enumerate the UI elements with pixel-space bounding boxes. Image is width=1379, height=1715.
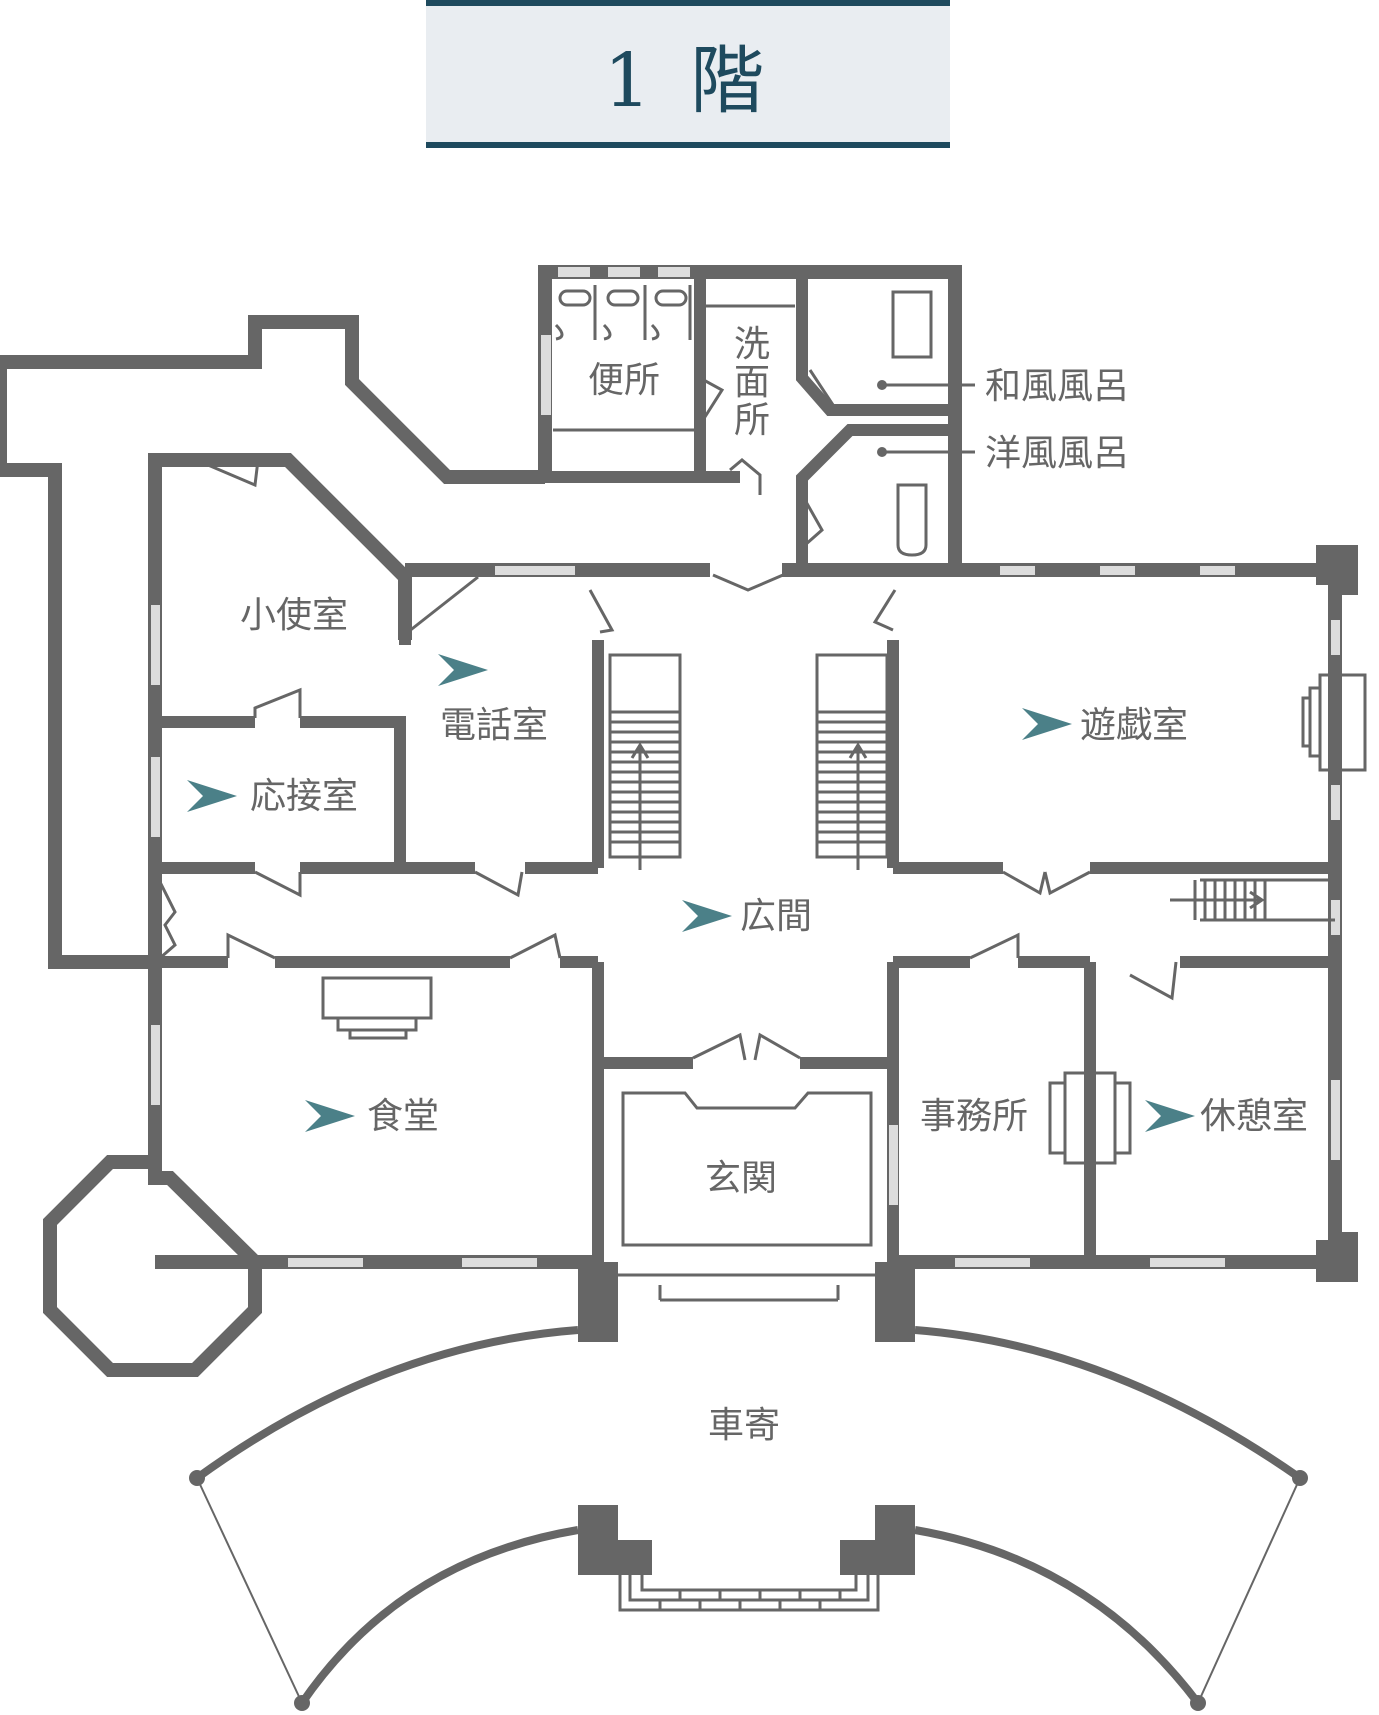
floor-title-box: 1 階 [426,0,950,148]
lounge-arrowhead-icon [1145,1100,1195,1132]
label-toilet: 便所 [588,360,660,401]
fixtures [158,285,1367,1612]
carriage-porch-outline [194,1326,1303,1706]
label-phone-room: 電話室 [440,705,548,746]
label-servant-room: 小使室 [240,595,348,636]
phone-room-arrowhead-icon [438,654,488,686]
label-carriage-porch: 車寄 [708,1405,780,1446]
label-washroom: 洗面所 [734,324,770,441]
floor-title: 1 階 [603,37,773,124]
interior-walls [155,278,1335,1262]
corner-blocks [578,545,1358,1575]
label-office: 事務所 [920,1096,1028,1137]
label-reception-room: 応接室 [250,776,358,817]
reception-room-arrowhead-icon [187,780,237,812]
hall-arrowhead-icon [682,900,732,932]
label-japanese-bath: 和風風呂 [985,366,1129,407]
label-billiard-room: 遊戯室 [1080,705,1188,746]
billiard-room-arrowhead-icon [1022,708,1072,740]
dining-room-arrowhead-icon [305,1100,355,1132]
octagon-bay [43,1155,262,1377]
label-western-bath: 洋風風呂 [985,433,1129,474]
label-entrance: 玄関 [705,1158,777,1199]
label-hall: 広間 [740,896,812,937]
windows [151,267,1340,1267]
label-dining-room: 食堂 [367,1096,439,1137]
label-lounge: 休憩室 [1200,1096,1308,1137]
walls [0,265,1342,1269]
porch-posts [189,380,1308,1711]
